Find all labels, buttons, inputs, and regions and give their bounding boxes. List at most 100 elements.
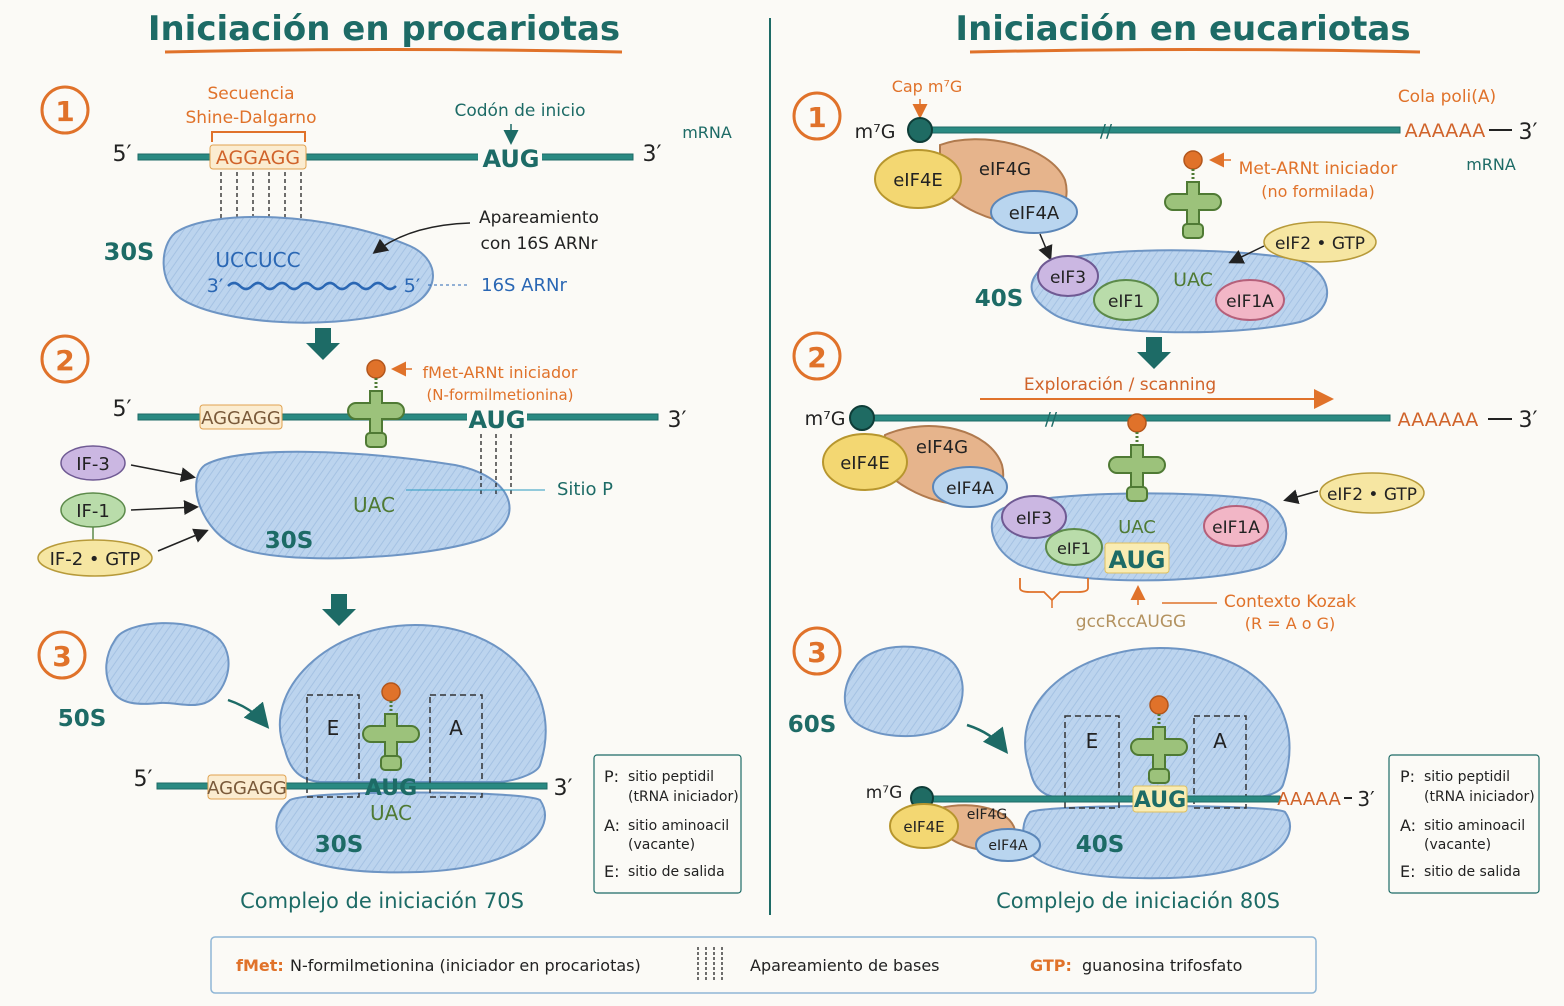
subunit-50s-l3: 50S	[58, 706, 107, 732]
eif2-label-r2: eIF2 • GTP	[1327, 485, 1417, 505]
legend-l3-p-v2: (tRNA iniciador)	[628, 789, 739, 805]
sd-bracket	[211, 131, 306, 142]
if1-label: IF-1	[76, 501, 110, 522]
kozak-seq-r2: gccRccAUGG	[1076, 612, 1186, 632]
legend-l3-e-v1: sitio de salida	[628, 864, 725, 880]
legend-l3-p-key: P:	[604, 767, 619, 786]
step-number-r1: 1	[807, 101, 826, 134]
polya-r1: AAAAAA	[1405, 120, 1486, 142]
footer-pair-symbol	[697, 947, 723, 980]
sd-label-1: Secuencia	[207, 84, 294, 104]
eif2-factor-r1	[1263, 221, 1377, 263]
eif1-label-r1: eIF1	[1108, 292, 1144, 312]
three-prime-r1: 3′	[1519, 120, 1538, 145]
base-pairing-l2	[480, 434, 512, 495]
subunit-40s-r1: 40S	[975, 286, 1024, 312]
legend-r3-e-key: E:	[1400, 862, 1416, 881]
scan-label-r2: Exploración / scanning	[1024, 375, 1216, 395]
three-prime-l2: 3′	[668, 408, 687, 433]
aug-r3: AUG	[1134, 788, 1186, 813]
ribosome-30s-l1	[162, 215, 434, 324]
aug-r2: AUG	[1108, 546, 1165, 574]
eif1-label-r2: eIF1	[1057, 539, 1091, 558]
kozak-label-r2-2: (R = A o G)	[1245, 614, 1335, 633]
legend-r3-p-key: P:	[1400, 767, 1415, 786]
subunit-30s-l2: 30S	[265, 528, 314, 554]
subunit-60s-r3: 60S	[788, 712, 837, 738]
eif1-factor-r2	[1045, 528, 1103, 566]
cap-label-r1: Cap m⁷G	[892, 77, 963, 96]
ribosome-30s-l2	[195, 450, 511, 560]
right-title-underline	[969, 48, 1421, 54]
eif1a-label-r2: eIF1A	[1212, 518, 1260, 538]
rrna-label-l1: 16S ARNr	[481, 275, 567, 296]
eif1a-factor-r2	[1203, 505, 1269, 547]
polya-r2: AAAAAA	[1398, 409, 1479, 431]
subunit-40s-r3: 40S	[1076, 832, 1125, 858]
mrna-label-l1: mRNA	[682, 123, 732, 142]
eif4a-label-r2: eIF4A	[946, 479, 994, 499]
eif1-factor-r1	[1093, 279, 1159, 321]
legend-r3-a-v2: (vacante)	[1424, 837, 1491, 853]
eif4g-label-r3: eIF4G	[967, 807, 1008, 823]
sd-box-l1	[209, 144, 307, 170]
trna-r2	[1107, 412, 1167, 503]
site-a-l3: A	[449, 716, 463, 740]
eif2-factor-r2	[1319, 472, 1425, 514]
mrna-strand-l1	[137, 153, 634, 161]
legend-l3-a-key: A:	[604, 816, 620, 835]
eif1a-label-r1: eIF1A	[1226, 292, 1274, 312]
left-title: Iniciación en procariotas	[148, 9, 620, 49]
eif1a-factor-r1	[1215, 279, 1285, 321]
legend-r3-a-v1: sitio aminoacil	[1424, 818, 1525, 834]
step-badge-l1	[40, 85, 90, 135]
rrna-three-l1: 3′	[207, 275, 223, 297]
eif3-label-r1: eIF3	[1050, 268, 1086, 288]
three-prime-l1: 3′	[643, 142, 662, 167]
site-a-r3: A	[1213, 729, 1227, 753]
rrna-wave-l1	[227, 281, 397, 291]
cap-ball-r1	[907, 117, 933, 143]
kozak-label-r2-1: Contexto Kozak	[1224, 592, 1356, 612]
legend-r3-e-v1: sitio de salida	[1424, 864, 1521, 880]
legend-l3-e-key: E:	[604, 862, 620, 881]
five-prime-l1: 5′	[113, 142, 132, 167]
mrna-strand-r3	[929, 795, 1281, 803]
cap-ball-r2	[849, 405, 875, 431]
polya-r3: AAAAA	[1277, 789, 1341, 810]
ribosome-60s-free	[843, 645, 964, 738]
footer-gtp-key: GTP:	[1030, 956, 1072, 975]
ribosome-small-l3	[275, 791, 546, 874]
rrna-seq-l1: UCCUCC	[215, 248, 300, 272]
five-prime-l2: 5′	[113, 397, 132, 422]
subunit-30s-l1: 30S	[104, 238, 155, 266]
footer-pair-val: Apareamiento de bases	[750, 956, 940, 975]
eif4e-factor-r3	[889, 803, 959, 849]
psite-label-l2: Sitio P	[557, 479, 613, 500]
eif4g-label-r2: eIF4G	[916, 437, 968, 458]
eif4e-label-r2: eIF4E	[840, 453, 890, 474]
aug-l2: AUG	[468, 406, 525, 434]
eif4e-label-r1: eIF4E	[893, 170, 943, 191]
right-title: Iniciación en eucariotas	[955, 9, 1410, 49]
step-number-r2: 2	[807, 341, 826, 374]
five-prime-l3: 5′	[134, 767, 153, 792]
if2-factor	[37, 539, 153, 577]
legend-box-r3	[1388, 754, 1540, 894]
aug-l1: AUG	[482, 145, 539, 173]
legend-l3-p-v1: sitio peptidil	[628, 769, 714, 785]
sd-box-l2	[199, 404, 283, 430]
break-r1: //	[1100, 121, 1113, 142]
caption-70s: Complejo de iniciación 70S	[240, 889, 524, 913]
anticodon-r2: UAC	[1118, 517, 1156, 538]
ribosome-small-r3	[1022, 805, 1291, 880]
if2-label: IF-2 • GTP	[50, 549, 141, 570]
trna-l2	[346, 358, 406, 449]
anticodon-l2: UAC	[353, 493, 395, 517]
step-badge-r3	[792, 626, 842, 676]
cap-r3: m⁷G	[866, 783, 903, 803]
caption-80s: Complejo de iniciación 80S	[996, 889, 1280, 913]
step-badge-l3	[37, 630, 87, 680]
eif4e-factor-r1	[874, 149, 962, 209]
site-e-r3: E	[1086, 729, 1099, 753]
